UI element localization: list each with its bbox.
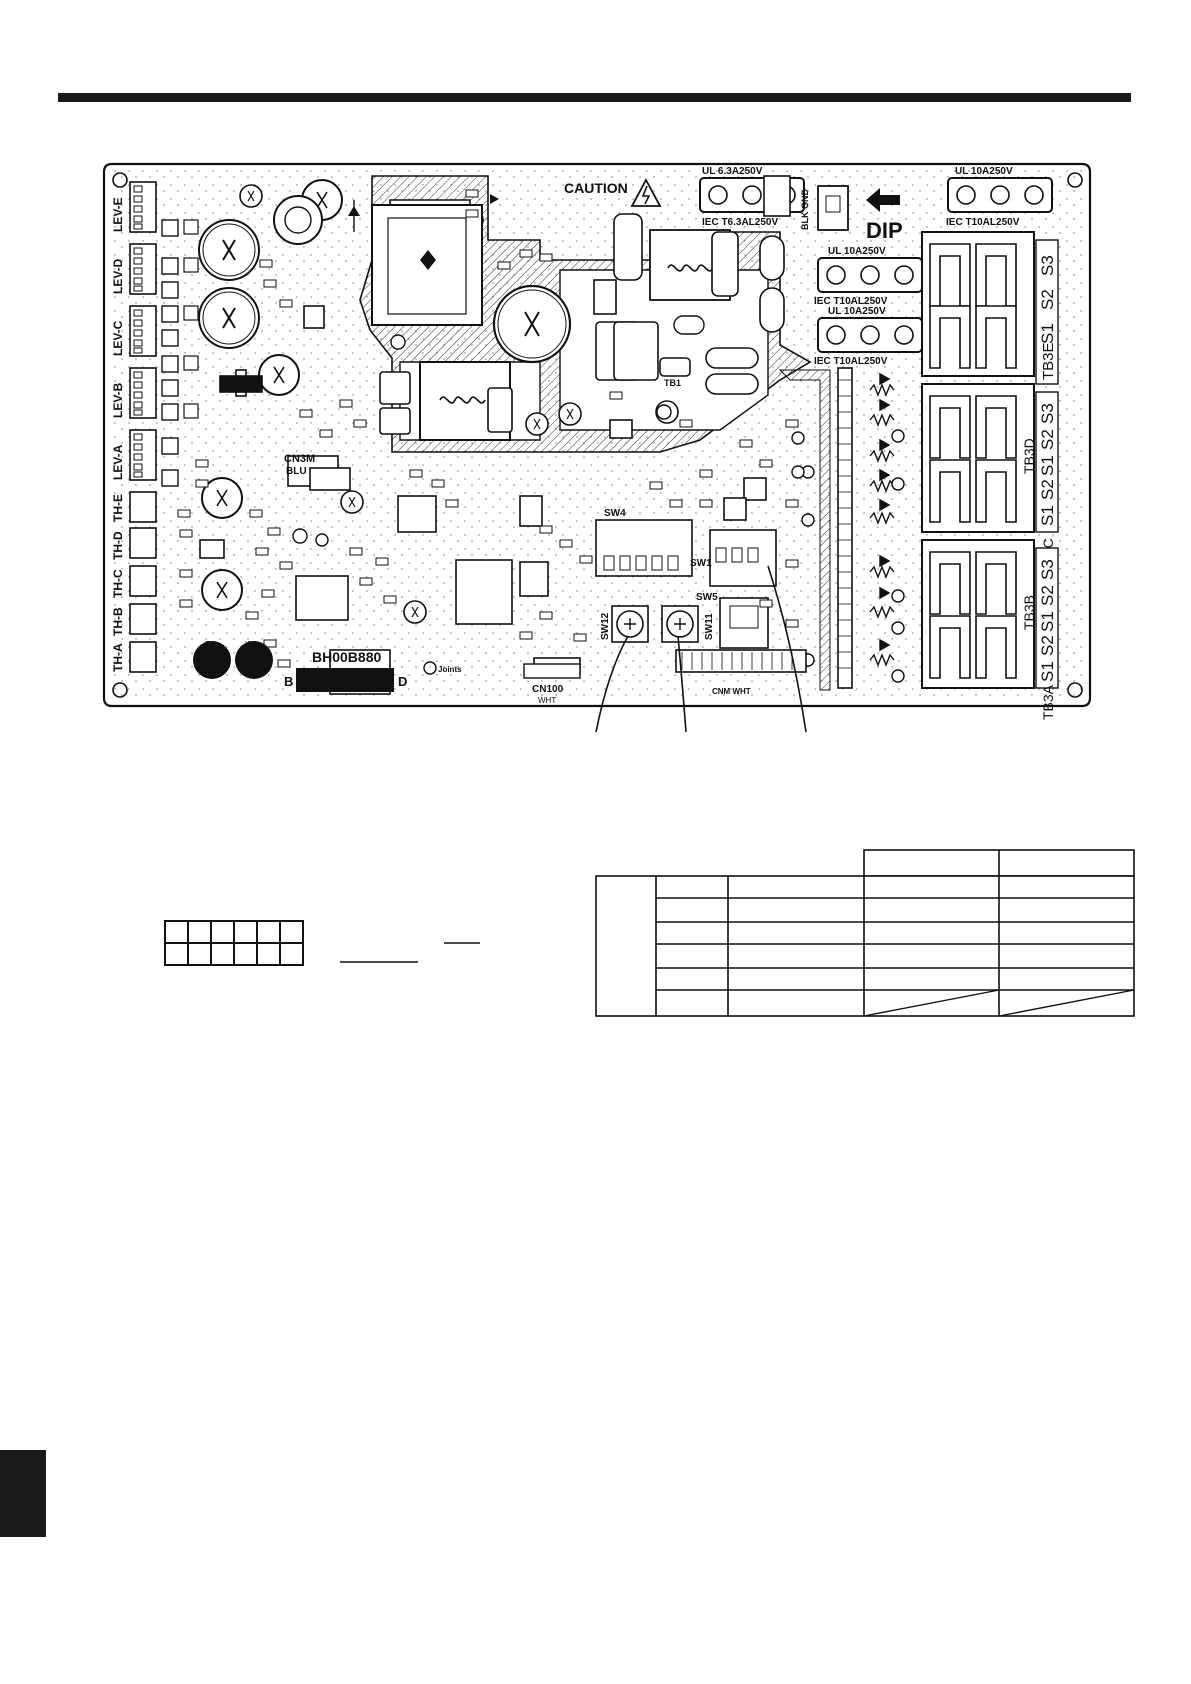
svg-text:S3: S3 — [1038, 255, 1057, 276]
fuse-f4: UL 10A250V IEC T10AL250V — [814, 306, 923, 367]
transformer-block — [371, 204, 785, 441]
dip-switch-sw4[interactable]: SW4 — [595, 508, 693, 577]
svg-text:S2: S2 — [1038, 635, 1057, 656]
diodes-top — [292, 194, 805, 547]
sw1-label: SW1 — [690, 558, 712, 569]
ferrite-pads: FC ICT — [193, 641, 273, 679]
gnd-label: BLK GND — [800, 189, 810, 230]
mount-hole-icon — [1067, 682, 1083, 698]
terminal-block-tb3d-tb3c — [921, 383, 1035, 533]
fuse-f2-rating-ul: UL 10A250V — [955, 166, 1013, 177]
fraction-lines — [340, 942, 480, 963]
rotary-switch-sw11[interactable]: SW11 — [661, 605, 715, 643]
corner-letter-b: B — [284, 674, 293, 689]
warning-icon — [630, 178, 662, 207]
tb3a-label: TB3A — [1040, 684, 1056, 720]
svg-text:TB1: TB1 — [664, 378, 681, 388]
fuse-f1: UL 6.3A250V IEC T6.3AL250V — [699, 166, 805, 228]
ground-terminal: BLK GND — [800, 185, 849, 231]
lev-labels: LEV-E LEV-D LEV-C LEV-B LEV-A TH-E TH-D … — [111, 197, 125, 672]
ground-trace — [778, 369, 831, 691]
th-e-label: TH-E — [111, 494, 125, 522]
svg-text:S1: S1 — [1038, 455, 1057, 476]
dip-switch-sw1[interactable]: SW1 — [690, 529, 777, 587]
lev-d-label: LEV-D — [111, 258, 125, 294]
svg-text:BLU: BLU — [286, 466, 307, 477]
connector-cn3m: CN3M BLU — [284, 453, 351, 491]
dip-switch-grid — [164, 920, 304, 966]
callout-lines — [595, 565, 807, 733]
connector-cn100: CN100 WHT — [523, 663, 581, 705]
capacitor-c1a — [273, 195, 323, 245]
lev-e-label: LEV-E — [111, 197, 125, 232]
svg-text:CN100: CN100 — [532, 684, 564, 695]
pin-header-right — [837, 367, 853, 689]
tb1-connector: TB1 — [659, 357, 691, 388]
svg-text:S1: S1 — [1038, 505, 1057, 526]
fuse-f4-rating-iec: IEC T10AL250V — [814, 356, 888, 367]
th-b-label: TH-B — [111, 607, 125, 636]
fuse-f3: UL 10A250V IEC T10AL250V — [814, 246, 923, 307]
fuse-f4-rating-ul: UL 10A250V — [828, 306, 886, 317]
barcode-label — [296, 668, 394, 692]
brand-label: Joints — [438, 665, 462, 674]
cnm-label: CNM WHT — [712, 687, 751, 696]
rotary-switch-sw12[interactable]: SW12 — [600, 605, 649, 643]
sw12-label: SW12 — [600, 612, 611, 640]
part-number: BH00B880 — [312, 649, 381, 665]
tb3e-label: TB3E — [1040, 342, 1057, 380]
svg-text:S1: S1 — [1038, 611, 1057, 632]
fuse-f3-rating-iec: IEC T10AL250V — [814, 296, 888, 307]
header-rule — [58, 93, 1131, 102]
lev-a-label: LEV-A — [111, 444, 125, 480]
tb3d-label: TB3D — [1021, 438, 1037, 474]
corner-letter-d: D — [398, 674, 407, 689]
svg-text:S2: S2 — [1038, 585, 1057, 606]
fuse-f3-rating-ul: UL 10A250V — [828, 246, 886, 257]
th-d-label: TH-D — [111, 531, 125, 560]
caution-label: CAUTION — [564, 180, 628, 196]
th-a-label: TH-A — [111, 643, 125, 672]
lev-b-label: LEV-B — [111, 382, 125, 418]
svg-text:S3: S3 — [1038, 403, 1057, 424]
caution-marking: CAUTION — [564, 178, 662, 207]
svg-text:S3: S3 — [1038, 559, 1057, 580]
fuse-f1-rating-ul: UL 6.3A250V — [702, 166, 763, 177]
dip-indicator: DIP — [866, 188, 903, 243]
brand-logo-icon — [423, 661, 437, 675]
sw11-label: SW11 — [704, 613, 715, 640]
terminal-block-tb3e — [921, 231, 1035, 377]
tb3b-label: TB3B — [1021, 595, 1037, 630]
th-c-label: TH-C — [111, 569, 125, 598]
svg-text:S2: S2 — [1038, 289, 1057, 310]
sw4-label: SW4 — [604, 508, 626, 519]
fc-label: FC — [205, 641, 214, 648]
mount-hole-icon — [1067, 172, 1083, 188]
svg-text:S2: S2 — [1038, 429, 1057, 450]
sw5-label: SW5 — [696, 592, 718, 603]
terminal-block-tb3b-tb3a — [921, 539, 1035, 689]
mount-hole-icon — [112, 682, 128, 698]
svg-text:S2: S2 — [1038, 479, 1057, 500]
board-id: BH00B880 B D Joints — [284, 649, 462, 692]
fuse-f2: UL 10A250V IEC T10AL250V — [946, 166, 1053, 228]
svg-text:S1: S1 — [1038, 323, 1057, 344]
mount-hole-icon — [112, 172, 128, 188]
left-connectors — [129, 181, 157, 673]
fuse-f1-rating-iec: IEC T6.3AL250V — [702, 217, 778, 228]
electrolytic-capacitors — [198, 179, 679, 624]
arrow-left-icon — [866, 188, 900, 212]
ict-label: ICT — [245, 641, 257, 648]
lev-c-label: LEV-C — [111, 320, 125, 356]
svg-text:WHT: WHT — [538, 696, 556, 705]
svg-text:S1: S1 — [1038, 661, 1057, 682]
svg-text:CN3M: CN3M — [284, 453, 315, 465]
spec-table — [595, 849, 1135, 1017]
dip-label: DIP — [866, 218, 903, 243]
chapter-side-tab — [0, 1450, 46, 1537]
transistor-column — [161, 219, 199, 487]
terminal-labels: S3 S2 S1 TB3E S3 S2 S1 S2 S1 TB3D TB3C S… — [1021, 239, 1059, 720]
fuse-f2-rating-iec: IEC T10AL250V — [946, 217, 1020, 228]
